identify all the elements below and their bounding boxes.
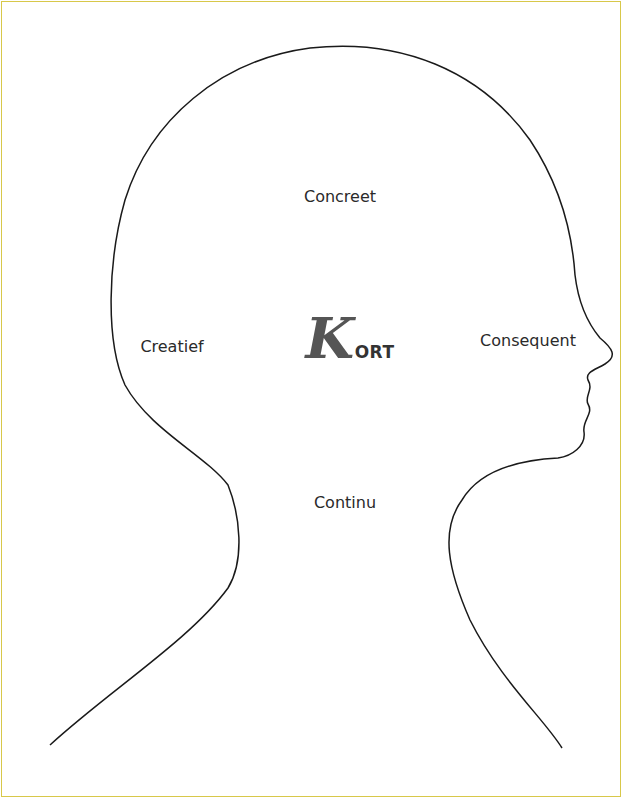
trait-label: Creatief bbox=[140, 337, 203, 356]
central-word: KORT bbox=[305, 305, 394, 371]
head-outline bbox=[50, 46, 612, 748]
trait-label: Concreet bbox=[304, 187, 376, 206]
trait-label: Consequent bbox=[480, 331, 576, 350]
trait-label: Continu bbox=[314, 493, 376, 512]
